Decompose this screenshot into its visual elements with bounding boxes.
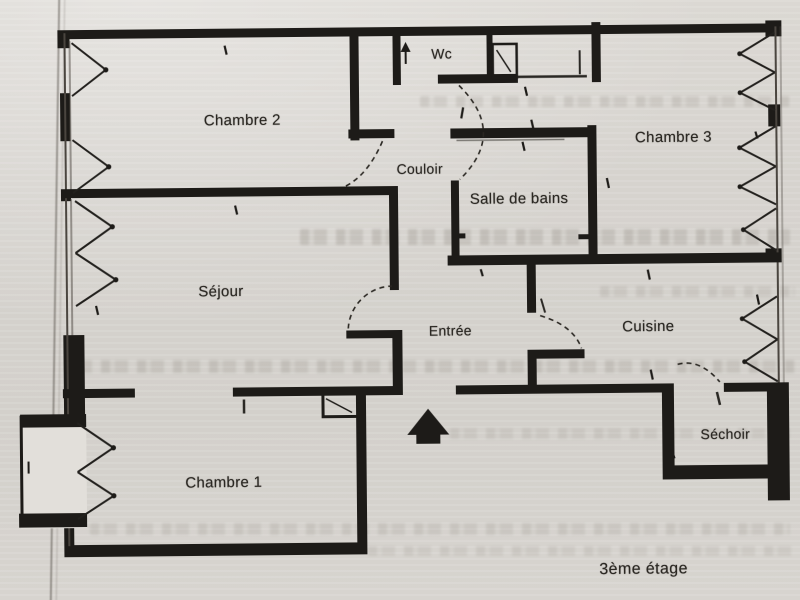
bleed-through-text xyxy=(300,229,790,245)
bleed-through-text xyxy=(450,428,790,439)
balcony xyxy=(19,414,88,529)
door-leaf-line xyxy=(242,50,722,414)
room-label-chambre1: Chambre 1 xyxy=(185,473,263,492)
room-label-wc: Wc xyxy=(431,45,453,62)
room-label-entree: Entrée xyxy=(428,322,472,339)
bleed-through-text xyxy=(90,523,790,535)
door-swing-arc xyxy=(344,84,721,383)
duct-shaft xyxy=(491,42,519,80)
room-label-chambre3: Chambre 3 xyxy=(634,128,712,147)
room-label-couloir: Couloir xyxy=(396,160,444,178)
entrance-arrow-icon xyxy=(407,408,450,444)
room-label-cuisine: Cuisine xyxy=(622,317,675,336)
bleed-through-text xyxy=(600,286,795,297)
bleed-through-text xyxy=(65,360,795,373)
wc-door-arrow-icon xyxy=(400,41,411,64)
room-label-sejour: Séjour xyxy=(198,283,244,301)
room-label-salle-de-bains: Salle de bains xyxy=(469,189,569,208)
closet xyxy=(321,395,357,419)
room-label-sechoir: Séchoir xyxy=(700,425,751,443)
floor-label: 3ème étage xyxy=(599,560,688,579)
window-hinge-dot xyxy=(103,51,748,499)
interior-walls xyxy=(60,22,783,480)
tick-mark xyxy=(94,45,761,459)
bleed-through-text xyxy=(420,96,790,107)
bleed-through-text xyxy=(368,546,798,556)
room-label-chambre2: Chambre 2 xyxy=(203,111,281,130)
